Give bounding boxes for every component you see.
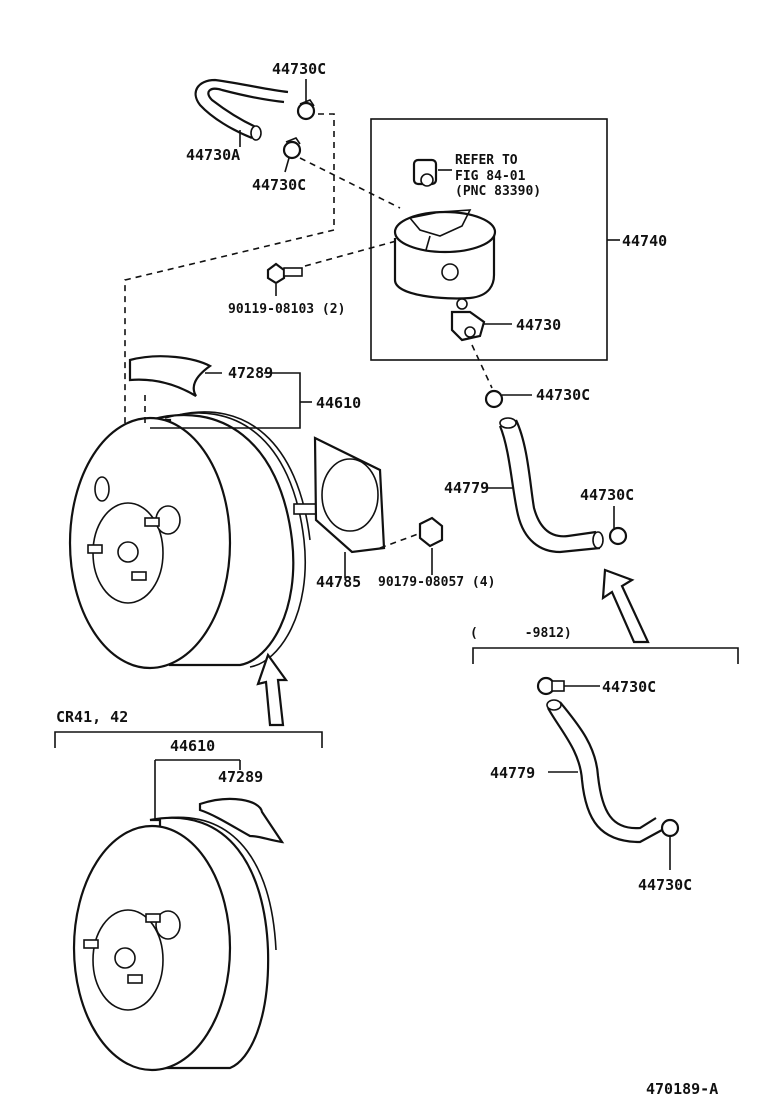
label-right-hose: 44779 — [444, 479, 489, 497]
label-refer-3: (PNC 83390) — [455, 184, 541, 199]
label-variant-date: ( -9812) — [470, 626, 572, 641]
bracket-cr41-42 — [54, 731, 323, 748]
upper-booster-44610 — [68, 411, 317, 670]
label-booster-lower: 44610 — [170, 737, 215, 755]
right-clamp-2 — [608, 526, 628, 546]
label-vsv-assembly: 44740 — [622, 232, 667, 250]
label-check-valve: 44730 — [516, 316, 561, 334]
label-refer-2: FIG 84-01 — [455, 169, 526, 184]
label-plate-lower: 47289 — [218, 768, 263, 786]
label-gasket: 44785 — [316, 573, 361, 591]
label-lower-hose: 44779 — [490, 764, 535, 782]
top-clamp-2 — [282, 137, 302, 160]
label-plate-upper: 47289 — [228, 364, 273, 382]
arrow-to-variant-left — [256, 652, 289, 727]
lower-plate-47289 — [198, 797, 285, 844]
lower-booster-44610 — [72, 816, 277, 1072]
vsv-connector — [412, 158, 438, 187]
top-clamp-1 — [296, 99, 316, 121]
label-right-clamp-1: 44730C — [536, 386, 590, 404]
label-refer-1: REFER TO — [455, 153, 518, 168]
label-nut: 90179-08057 (4) — [378, 575, 495, 590]
right-clamp-1 — [484, 389, 504, 409]
top-hose-44730a — [194, 78, 289, 141]
bolt-90119 — [266, 262, 303, 285]
lower-hose-44779 — [546, 699, 663, 844]
bracket-9812 — [472, 647, 739, 664]
gasket-44785 — [313, 436, 386, 554]
label-diagram-id: 470189-A — [646, 1080, 718, 1098]
check-valve-44730 — [450, 298, 486, 342]
label-lower-clamp-2: 44730C — [638, 876, 692, 894]
lower-clamp-2 — [660, 818, 680, 838]
vsv-canister — [393, 209, 497, 300]
label-top-clamp-1: 44730C — [272, 60, 326, 78]
nut-90179 — [418, 516, 444, 548]
lower-clamp-1 — [536, 676, 565, 696]
arrow-to-variant-right — [601, 568, 650, 644]
label-top-clamp-2: 44730C — [252, 176, 306, 194]
upper-plate-47289 — [128, 355, 213, 397]
label-bolt: 90119-08103 (2) — [228, 302, 345, 317]
label-right-clamp-2: 44730C — [580, 486, 634, 504]
label-booster-upper: 44610 — [316, 394, 361, 412]
right-hose-44779 — [498, 417, 604, 554]
label-top-hose: 44730A — [186, 146, 240, 164]
label-lower-clamp-1: 44730C — [602, 678, 656, 696]
label-variant-cr: CR41, 42 — [56, 708, 128, 726]
